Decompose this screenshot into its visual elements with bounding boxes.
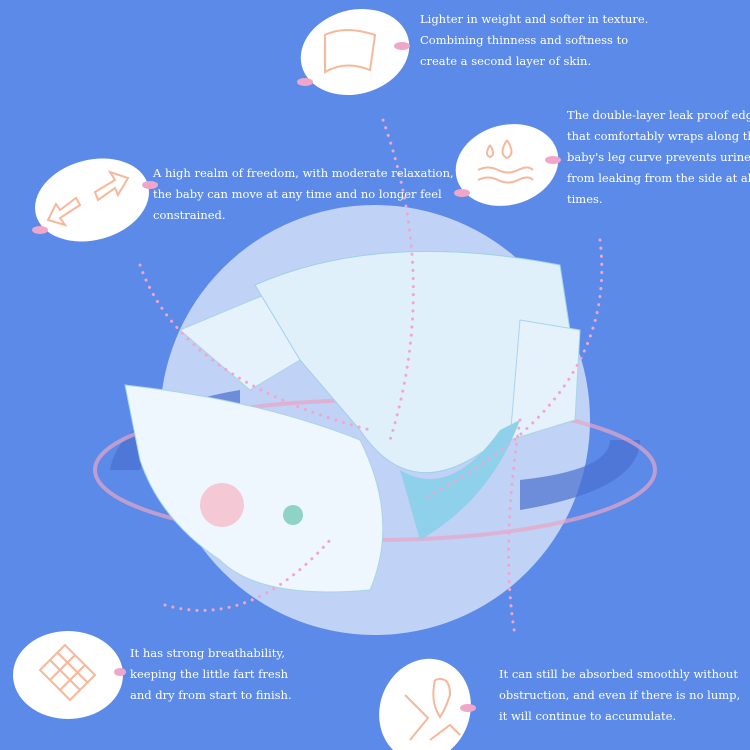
absorb-drop-icon (404, 678, 461, 741)
text-line: The double-layer leak proof edge (567, 108, 750, 122)
water-drops-icon (477, 139, 534, 184)
feature-leakproof-text: The double-layer leak proof edge that co… (567, 105, 750, 210)
feature-soft-text: Lighter in weight and softer in texture.… (420, 9, 648, 72)
text-line: from leaking from the side at all (567, 171, 750, 185)
feature-absorb-text: It can still be absorbed smoothly withou… (499, 664, 740, 727)
stretch-arrows-icon (46, 170, 130, 227)
rotation-arrow-right (520, 440, 640, 510)
icon-blob-absorb (379, 658, 476, 750)
icon-blob-soft (297, 9, 410, 95)
feature-breathable-text: It has strong breathability, keeping the… (130, 643, 292, 706)
text-line: Lighter in weight and softer in texture. (420, 12, 649, 26)
text-line: Combining thinness and softness to (420, 33, 629, 47)
icon-blob-freedom (32, 158, 158, 242)
icon-blob-leak (454, 124, 561, 206)
breathable-grid-icon (38, 643, 97, 702)
text-line: constrained. (153, 208, 226, 222)
soft-fabric-icon (324, 29, 377, 74)
text-line: it will continue to accumulate. (499, 709, 677, 723)
text-line: that comfortably wraps along the (567, 129, 750, 143)
text-line: It can still be absorbed smoothly withou… (499, 667, 738, 681)
text-line: It has strong breathability, (130, 646, 286, 660)
text-line: keeping the little fart fresh (130, 667, 289, 681)
text-line: obstruction, and even if there is no lum… (499, 688, 741, 702)
text-line: baby's leg curve prevents urine (567, 150, 750, 164)
text-line: create a second layer of skin. (420, 54, 592, 68)
dotted-guides (138, 118, 604, 637)
diaper-image (124, 250, 581, 593)
text-line: A high realm of freedom, with moderate r… (153, 166, 454, 180)
text-line: and dry from start to finish. (130, 688, 292, 702)
icon-blob-breathable (13, 631, 126, 719)
feature-freedom-text: A high realm of freedom, with moderate r… (153, 163, 454, 226)
text-line: times. (567, 192, 603, 206)
text-line: the baby can move at any time and no lon… (153, 187, 442, 201)
